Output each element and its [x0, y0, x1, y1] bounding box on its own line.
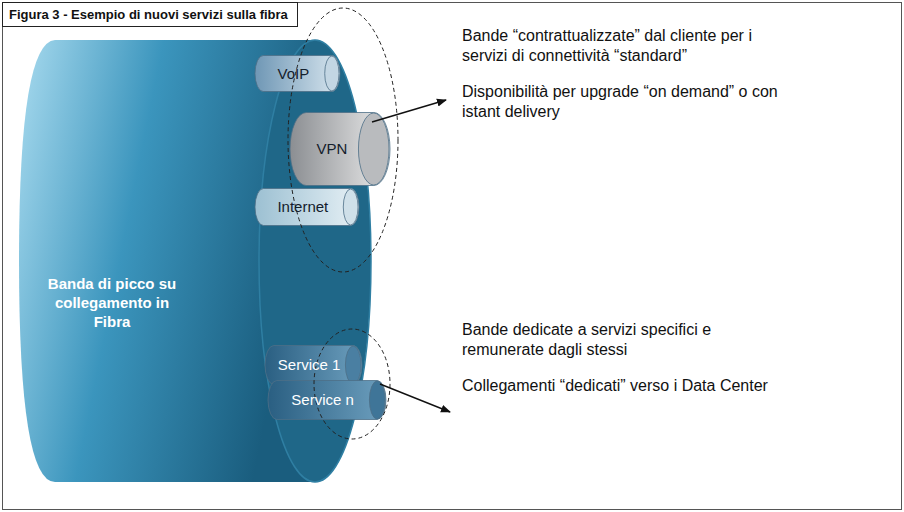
- cylinder-text-box: Service 1: [265, 345, 353, 385]
- service-cylinder: Service n: [268, 380, 386, 420]
- cylinder-label: Internet: [277, 198, 328, 216]
- fiber-cylinder: Banda di picco su collegamento in Fibra V…: [15, 38, 400, 484]
- service-cylinder: VPN: [290, 112, 390, 186]
- callout-arrow: [380, 384, 450, 412]
- group-ellipse: [314, 329, 390, 439]
- annotation-text: Disponibilità per upgrade “on demand” o …: [462, 82, 792, 122]
- cylinder-text-box: Internet: [255, 188, 351, 226]
- callout-arrow: [372, 100, 446, 122]
- cylinder-label: Service n: [291, 391, 354, 409]
- service-cylinder: VoIP: [255, 55, 340, 92]
- annotation-text: Bande “contrattualizzate” dal cliente pe…: [462, 26, 792, 66]
- figure-title: Figura 3 - Esempio di nuovi servizi sull…: [2, 2, 298, 27]
- group-ellipse: [288, 8, 398, 272]
- cylinder-label: VoIP: [278, 65, 310, 83]
- annotation-text: Collegamenti “dedicati” verso i Data Cen…: [462, 376, 792, 396]
- cylinder-label: VPN: [316, 140, 347, 158]
- service-cylinder: Internet: [255, 188, 359, 226]
- fiber-label: Banda di picco su collegamento in Fibra: [37, 274, 187, 331]
- service-cylinder: Service 1: [265, 345, 362, 385]
- cylinder-text-box: VoIP: [255, 55, 332, 92]
- cylinder-text-box: VPN: [290, 112, 374, 186]
- annotation-text: Bande dedicate a servizi specifici e rem…: [462, 320, 792, 360]
- cylinder-text-box: Service n: [268, 380, 377, 420]
- cylinder-label: Service 1: [278, 356, 341, 374]
